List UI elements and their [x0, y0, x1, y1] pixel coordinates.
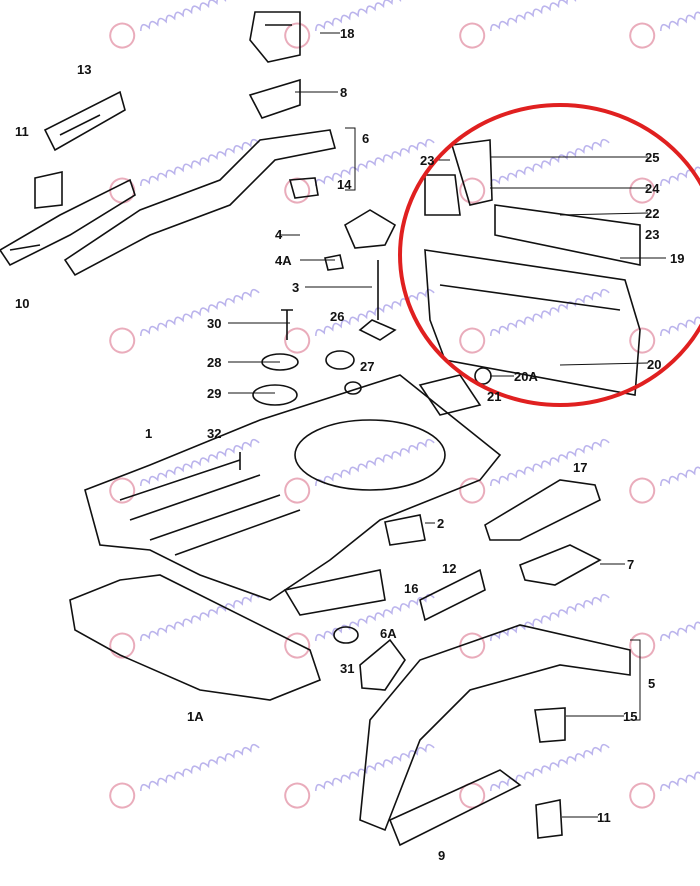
part-8 — [248, 78, 301, 119]
part-label: 6 — [362, 131, 370, 146]
part-label: 4A — [275, 253, 292, 268]
part-7 — [519, 544, 602, 586]
watermark-mark — [629, 438, 700, 504]
part-label: 8 — [340, 85, 348, 100]
part-label: 18 — [340, 26, 355, 41]
part-9 — [388, 769, 522, 847]
part-label: 29 — [207, 386, 222, 401]
watermark-mark — [284, 0, 435, 49]
part-label: 7 — [627, 557, 635, 572]
part-21 — [418, 374, 482, 416]
watermark-mark — [109, 438, 260, 504]
part-label: 11 — [15, 124, 29, 139]
part-label: 16 — [404, 581, 419, 596]
part-1A — [69, 574, 321, 701]
part-label: 23 — [420, 153, 435, 168]
part-6A — [359, 638, 406, 691]
watermark-mark — [284, 593, 435, 659]
part-2 — [384, 514, 426, 546]
part-18 — [249, 11, 301, 63]
watermark-mark — [109, 288, 260, 354]
part-1-floor — [84, 374, 502, 601]
part-label: 3 — [292, 280, 300, 295]
part-15 — [534, 707, 566, 743]
part-label: 13 — [77, 62, 92, 77]
watermark-mark — [284, 743, 435, 809]
watermark-mark — [629, 0, 700, 49]
part-label: 32 — [207, 426, 222, 441]
part-label: 6A — [380, 626, 397, 641]
watermark-mark — [459, 593, 610, 659]
part-label: 27 — [360, 359, 375, 374]
part-14 — [288, 177, 319, 199]
part-label: 24 — [645, 181, 660, 196]
part-30 — [281, 309, 293, 340]
part-label: 25 — [645, 150, 660, 165]
watermark-mark — [629, 743, 700, 809]
part-label: 15 — [623, 709, 638, 724]
part-16 — [283, 569, 386, 616]
part-label: 1A — [187, 709, 204, 724]
part-label: 1 — [145, 426, 153, 441]
spare-well — [294, 419, 446, 491]
highlight-circle — [398, 103, 700, 407]
part-label: 11 — [597, 810, 611, 825]
part-4A — [324, 254, 344, 271]
watermark-mark — [629, 593, 700, 659]
watermark-mark — [629, 288, 700, 354]
part-label: 17 — [573, 460, 588, 475]
part-label: 5 — [648, 676, 656, 691]
watermark-mark — [109, 138, 260, 204]
part-25 — [450, 139, 493, 206]
part-5-arch — [359, 624, 631, 832]
part-label: 12 — [442, 561, 457, 576]
part-label: 22 — [645, 206, 660, 221]
watermark-mark — [109, 0, 260, 49]
part-10-rail — [0, 178, 136, 267]
part-label: 2 — [437, 516, 445, 531]
part-label: 28 — [207, 355, 222, 370]
part-6-rail — [63, 129, 337, 277]
part-3-bolt — [358, 260, 397, 341]
part-label: 19 — [670, 251, 685, 266]
part-13 — [43, 90, 126, 152]
part-label: 10 — [15, 296, 30, 311]
part-11-bottom — [535, 799, 563, 839]
watermark-mark — [109, 743, 260, 809]
part-label: 31 — [340, 661, 355, 676]
part-label: 14 — [337, 177, 352, 192]
watermark-mark — [459, 0, 610, 49]
part-label: 20 — [647, 357, 662, 372]
part-22 — [494, 204, 641, 266]
part-4-wingnut — [343, 209, 397, 249]
part-label: 20A — [514, 369, 538, 384]
watermark-mark — [284, 288, 435, 354]
watermark-mark — [459, 288, 610, 354]
part-label: 4 — [275, 227, 283, 242]
part-label: 21 — [487, 389, 502, 404]
watermark-mark — [459, 438, 610, 504]
part-31 — [333, 626, 359, 644]
watermark-mark — [284, 438, 435, 504]
part-label: 30 — [207, 316, 222, 331]
part-26 — [325, 350, 355, 370]
part-11-top — [34, 171, 63, 209]
part-23 — [424, 174, 461, 216]
part-label: 26 — [330, 309, 345, 324]
watermark-mark — [459, 138, 610, 204]
part-29 — [252, 384, 298, 406]
part-17 — [484, 479, 601, 541]
watermark-mark — [629, 138, 700, 204]
part-12 — [419, 568, 486, 622]
part-label: 23 — [645, 227, 660, 242]
part-20 — [424, 249, 641, 396]
part-label: 9 — [438, 848, 446, 863]
